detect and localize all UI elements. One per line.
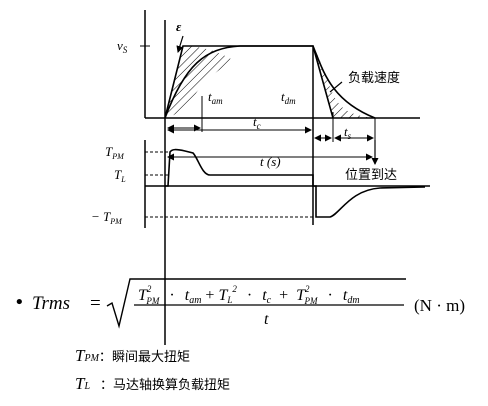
load-speed-pointer xyxy=(329,81,343,93)
tam-label: tam xyxy=(208,89,223,106)
legend-colon: ： xyxy=(98,350,112,365)
formula-unit: (N · m) xyxy=(414,296,465,315)
torque-curve xyxy=(165,148,426,218)
legend-subscript: PM xyxy=(84,353,99,364)
legend-description: 马达轴换算负载扭矩 xyxy=(113,378,231,393)
tl-label: TL xyxy=(114,167,126,184)
legend-description: 瞬间最大扭矩 xyxy=(111,350,190,365)
tpm-label: TPM xyxy=(105,144,125,161)
formula-bullet: • xyxy=(14,292,25,313)
accel-following-error-area xyxy=(165,46,233,118)
formula-lhs: Trms xyxy=(32,293,70,314)
vs-label: vS xyxy=(117,38,128,55)
epsilon-pointer xyxy=(176,35,184,53)
load-speed-label: 负载速度 xyxy=(348,70,400,86)
legend-item-tl: TL ：马达轴换算负载扭矩 xyxy=(75,374,375,396)
tdm-label: tdm xyxy=(281,89,296,106)
load-speed-curve xyxy=(164,45,376,119)
legend-symbol: T xyxy=(75,346,85,365)
epsilon-label: ε xyxy=(176,19,182,34)
t-total-label: t (s) xyxy=(260,154,281,169)
radical-sign xyxy=(106,278,406,329)
formula-denominator: t xyxy=(264,311,269,328)
tc-label: tc xyxy=(253,114,261,131)
legend-item-tpm: TPM：瞬间最大扭矩 xyxy=(75,346,375,368)
position-reached-label: 位置到达 xyxy=(345,168,397,183)
formula-equals: = xyxy=(90,293,101,314)
neg-tpm-label: − TPM xyxy=(91,209,123,226)
legend-subscript: L xyxy=(84,381,91,392)
legend-colon: ： xyxy=(100,378,114,393)
ts-label: ts xyxy=(344,124,352,141)
legend-symbol: T xyxy=(75,374,85,393)
